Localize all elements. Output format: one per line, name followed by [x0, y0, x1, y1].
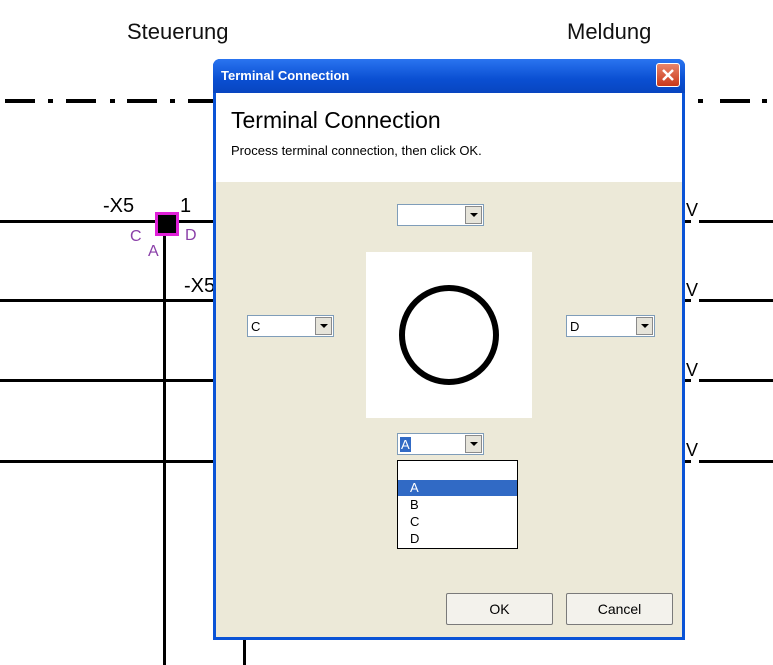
terminal-circle-icon: [399, 285, 499, 385]
dialog-header: Terminal Connection Process terminal con…: [216, 93, 682, 182]
wire-vertical: [163, 232, 166, 665]
cancel-button[interactable]: Cancel: [566, 593, 673, 625]
chevron-down-icon: [641, 324, 649, 328]
dropdown-arrow-button[interactable]: [636, 317, 653, 335]
second-terminal-tag: -X5: [184, 275, 216, 297]
chevron-down-icon: [320, 324, 328, 328]
wire: [0, 379, 213, 382]
dash-segment: [170, 99, 175, 103]
bottom-connection-value: A: [400, 437, 411, 452]
chevron-down-icon: [470, 213, 478, 217]
dropdown-arrow-button[interactable]: [465, 435, 482, 453]
chevron-down-icon: [470, 442, 478, 446]
close-icon: [662, 69, 674, 81]
dropdown-option-a[interactable]: A: [398, 480, 517, 496]
pin-label-c: C: [130, 228, 142, 245]
pin-label-d: D: [185, 227, 197, 244]
ok-button[interactable]: OK: [446, 593, 553, 625]
bottom-connection-options: A B C D: [397, 460, 518, 549]
wire: [699, 299, 773, 302]
heading-meldung: Meldung: [567, 19, 652, 44]
terminal-connection-dialog: Terminal Connection Terminal Connection …: [213, 59, 685, 640]
wire: [0, 299, 213, 302]
wire: [685, 220, 691, 223]
terminal-point[interactable]: [155, 212, 179, 236]
dropdown-option-b[interactable]: B: [410, 497, 419, 512]
dash-segment: [110, 99, 115, 103]
dash-segment: [48, 99, 53, 103]
dash-segment: [66, 99, 96, 103]
wire: [685, 299, 691, 302]
dash-segment: [188, 99, 213, 103]
wire: [0, 220, 213, 223]
header-subtitle: Process terminal connection, then click …: [231, 143, 482, 158]
dropdown-option-d[interactable]: D: [410, 531, 420, 546]
dropdown-option-empty[interactable]: [398, 463, 517, 479]
right-connection-select[interactable]: D: [566, 315, 655, 337]
top-connection-select[interactable]: [397, 204, 484, 226]
wire: [699, 460, 773, 463]
dropdown-arrow-button[interactable]: [465, 206, 482, 224]
left-connection-select[interactable]: C: [247, 315, 334, 337]
dialog-body: Terminal Connection Process terminal con…: [216, 93, 682, 637]
terminal-number: 1: [180, 195, 192, 217]
wire-vertical: [243, 640, 246, 665]
pin-label-a: A: [148, 243, 159, 260]
close-button[interactable]: [656, 63, 680, 87]
terminal-tag: -X5: [103, 195, 135, 217]
dropdown-arrow-button[interactable]: [315, 317, 332, 335]
dash-segment: [720, 99, 750, 103]
dialog-title: Terminal Connection: [221, 68, 350, 83]
dash-segment: [698, 99, 703, 103]
dash-segment: [5, 99, 35, 103]
wire: [699, 220, 773, 223]
bottom-connection-select[interactable]: A: [397, 433, 484, 455]
side-label: V: [686, 280, 699, 300]
terminal-preview: [366, 252, 532, 418]
dropdown-option-c[interactable]: C: [410, 514, 420, 529]
header-title: Terminal Connection: [231, 107, 441, 133]
wire: [699, 379, 773, 382]
left-connection-value: C: [251, 319, 261, 334]
dash-segment: [762, 99, 767, 103]
side-label: V: [686, 360, 699, 380]
title-bar[interactable]: Terminal Connection: [213, 59, 685, 93]
heading-steuerung: Steuerung: [127, 19, 229, 44]
dash-segment: [127, 99, 157, 103]
right-connection-value: D: [570, 319, 580, 334]
side-label: V: [686, 200, 699, 220]
wire: [0, 460, 213, 463]
side-label: V: [686, 440, 699, 460]
wire: [685, 379, 691, 382]
wire: [685, 460, 691, 463]
